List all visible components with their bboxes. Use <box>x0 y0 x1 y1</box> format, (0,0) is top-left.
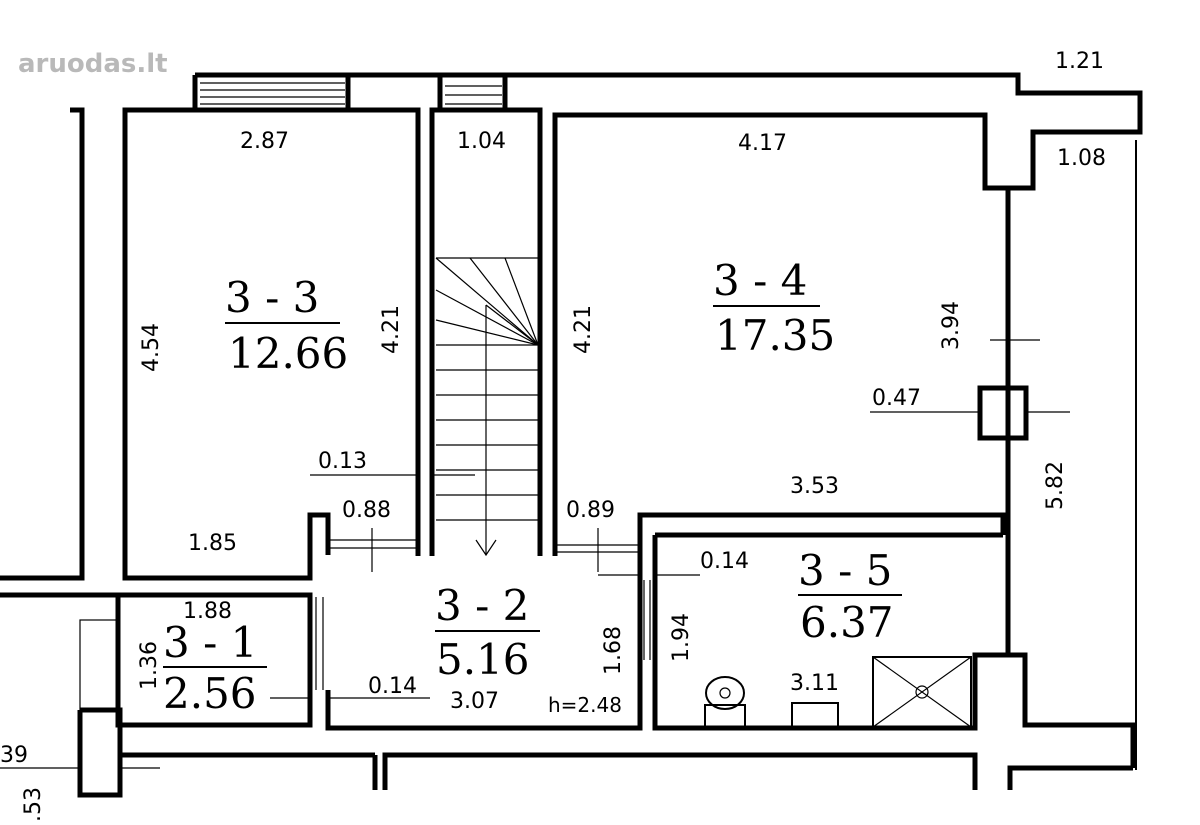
dim-label: 1.68 <box>601 626 626 675</box>
sink-icon <box>791 702 839 729</box>
dim-label: 0.14 <box>700 549 749 574</box>
dim-label: 0.47 <box>872 386 921 411</box>
windows <box>200 82 502 105</box>
room-3-5-id: 3 - 5 <box>798 546 892 595</box>
dim-label: 1.85 <box>188 531 237 556</box>
room-3-4-id: 3 - 4 <box>713 256 807 305</box>
dim-label: 3.53 <box>790 474 839 499</box>
dim-label: 2.87 <box>240 129 289 154</box>
room-labels: 3 - 3 12.66 3 - 4 17.35 3 - 2 5.16 3 - 5… <box>163 256 902 718</box>
dim-label: 4.21 <box>379 305 404 354</box>
shower-tray-icon <box>872 656 972 728</box>
dim-label: 4.17 <box>738 131 787 156</box>
dim-label: 3.07 <box>450 689 499 714</box>
dim-label: 0.88 <box>342 498 391 523</box>
room-3-2-area: 5.16 <box>436 635 530 684</box>
dim-label: 1.88 <box>183 599 232 624</box>
room-3-3-area: 12.66 <box>228 329 348 378</box>
dim-label: 5.82 <box>1043 461 1068 510</box>
dim-label: 0.14 <box>368 674 417 699</box>
dim-label: 0.13 <box>318 449 367 474</box>
dim-label: 1.36 <box>137 641 162 690</box>
dim-label: 0.89 <box>566 498 615 523</box>
dimension-lines <box>0 339 1070 769</box>
height-note: h=2.48 <box>548 693 622 717</box>
room-3-3-id: 3 - 3 <box>225 273 319 322</box>
dim-label: 1.08 <box>1057 146 1106 171</box>
room-3-1-area: 2.56 <box>163 669 257 718</box>
dim-label: 1.04 <box>457 129 506 154</box>
dim-label: .53 <box>21 787 46 822</box>
room-3-5-area: 6.37 <box>800 598 894 647</box>
dim-label: 1.21 <box>1055 49 1104 74</box>
dim-label: 3.94 <box>939 301 964 350</box>
dim-label: 39 <box>0 743 28 768</box>
staircase <box>435 257 539 557</box>
dim-label: 4.21 <box>571 305 596 354</box>
dim-label: 4.54 <box>139 323 164 372</box>
room-3-1-id: 3 - 1 <box>163 618 257 667</box>
room-3-2-id: 3 - 2 <box>435 581 529 630</box>
dimension-labels: 1.21 2.87 1.04 4.17 1.08 4.54 4.21 4.21 … <box>0 49 1106 822</box>
dim-label: 3.11 <box>790 671 839 696</box>
watermark-logo: aruodas.lt <box>18 49 168 79</box>
bathroom-fixtures <box>704 656 972 729</box>
dim-label: 1.94 <box>669 613 694 662</box>
room-3-4-area: 17.35 <box>715 311 835 360</box>
toilet-icon <box>705 676 745 710</box>
